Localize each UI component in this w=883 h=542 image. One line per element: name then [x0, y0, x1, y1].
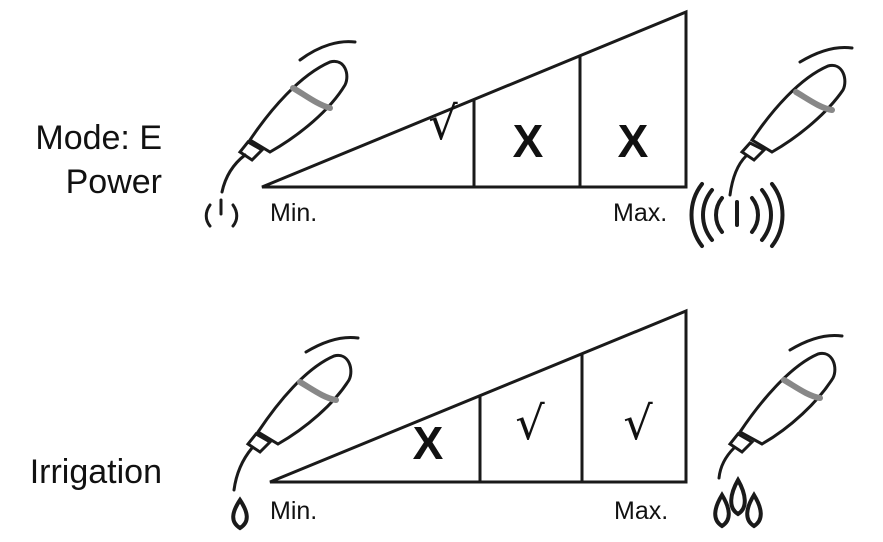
handpiece-icon	[220, 40, 357, 194]
handpiece-icon	[728, 46, 854, 197]
mode-label: Mode: E	[35, 119, 162, 157]
power-max-label: Max.	[613, 199, 668, 227]
power-min-label: Min.	[270, 199, 318, 227]
irrigation-max-label: Max.	[614, 497, 669, 525]
irrigation-min-label: Min.	[270, 497, 318, 525]
irrigation-zone-2-mark: √	[515, 396, 545, 450]
irrigation-zone-3-mark: √	[623, 396, 653, 450]
power-zone-1-mark: √	[428, 96, 458, 150]
handpiece-icon	[717, 334, 844, 480]
power-zone-2-mark: X	[512, 115, 544, 167]
vibration-low-icon	[204, 198, 239, 228]
irrigation-title: Irrigation	[29, 453, 162, 491]
water-drop-icon	[231, 496, 249, 531]
vibration-high-icon	[689, 182, 785, 248]
power-zone-3-mark: X	[617, 115, 649, 167]
irrigation-zone-1-mark: X	[412, 417, 444, 469]
power-title: Power	[65, 163, 162, 201]
water-drops-icon	[713, 475, 763, 529]
irrigation-wedge	[269, 308, 688, 484]
power-wedge	[261, 9, 688, 189]
handpiece-icon	[232, 336, 360, 492]
